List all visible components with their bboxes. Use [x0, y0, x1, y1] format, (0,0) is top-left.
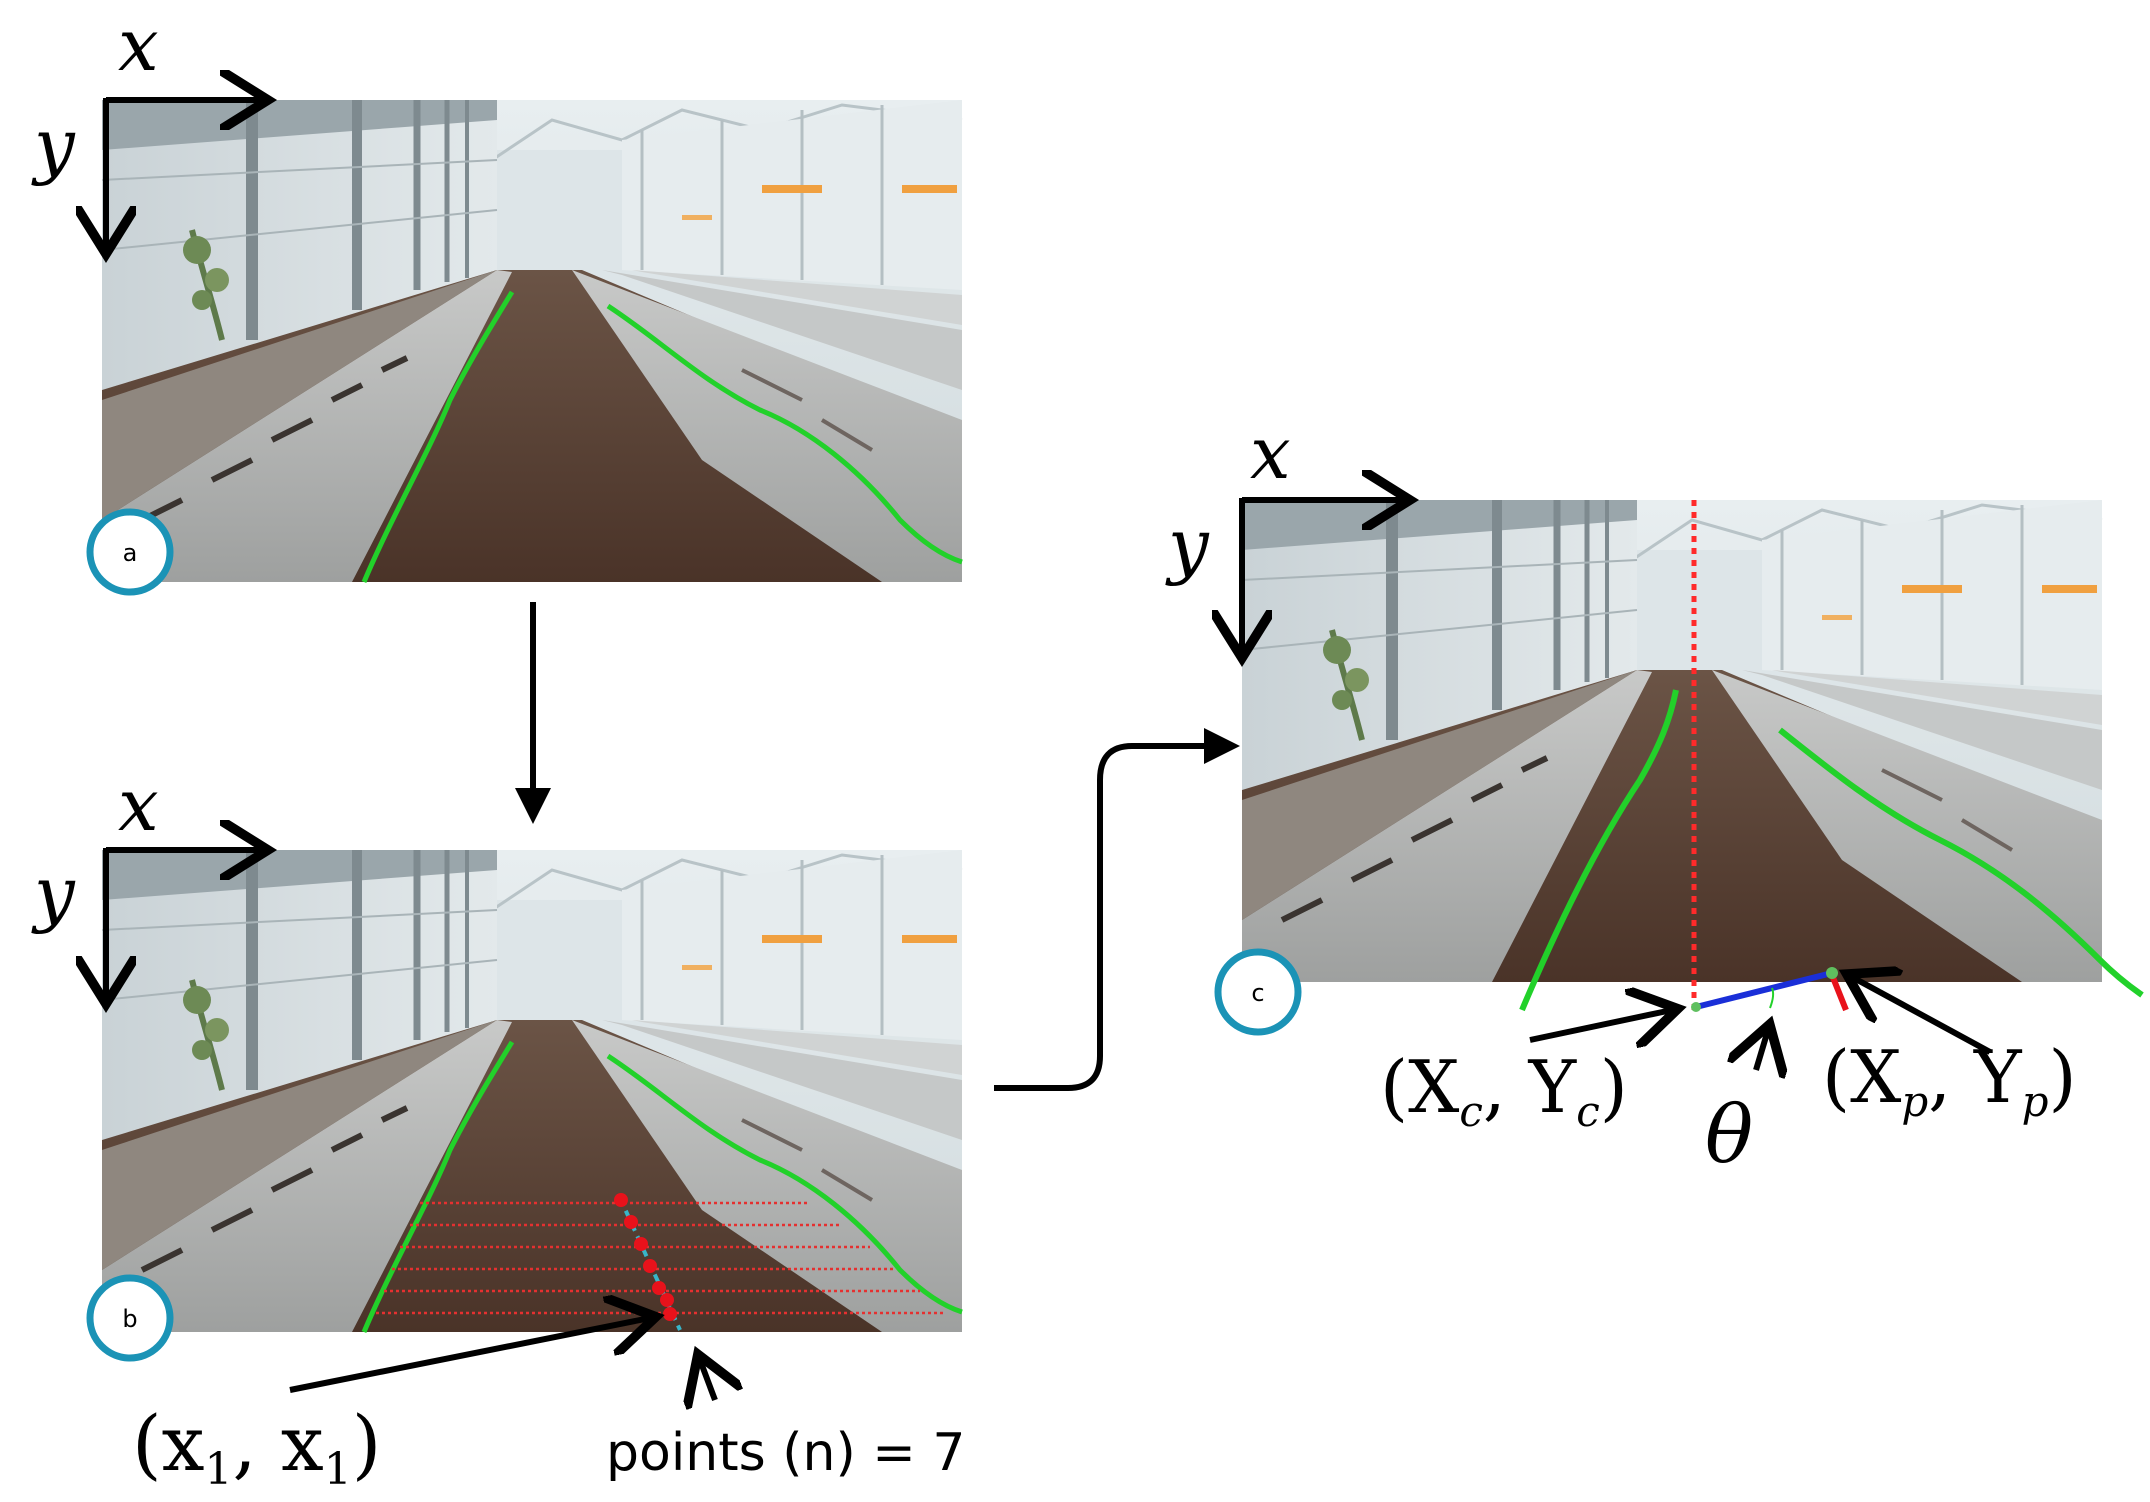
y-axis-label-c: y: [1165, 503, 1210, 587]
y-axis-label-b: y: [31, 851, 76, 935]
path-point: [643, 1259, 657, 1273]
theta-pointer: [1756, 1030, 1768, 1070]
y-axis-label: y: [31, 103, 76, 187]
path-point: [624, 1215, 638, 1229]
camera-center-point: [1691, 1002, 1701, 1012]
x-axis-label-c: x: [1250, 411, 1291, 495]
panel-c: x y c (Xc, Yc) θ (Xp, Yp): [1165, 411, 2142, 1181]
panel-b: x y b (x1, x1) points (n) = 7: [31, 763, 965, 1495]
path-point: [663, 1307, 677, 1321]
camera-center-label: (Xc, Yc): [1380, 1045, 1628, 1136]
start-point-label: (x1, x1): [132, 1399, 381, 1495]
points-count-pointer: [700, 1360, 715, 1400]
theta-label: θ: [1705, 1088, 1753, 1181]
badge-a-label: a: [123, 539, 138, 567]
path-point: [614, 1193, 628, 1207]
target-point: [1826, 967, 1838, 979]
path-point: [634, 1237, 648, 1251]
x-axis-label: x: [118, 3, 159, 87]
badge-c-label: c: [1251, 979, 1264, 1007]
panel-a: x y a: [31, 3, 962, 592]
camera-center-pointer: [1530, 1010, 1672, 1040]
flow-arrow-b-to-c: [994, 746, 1228, 1088]
path-point: [660, 1293, 674, 1307]
path-point: [652, 1281, 666, 1295]
points-count-label: points (n) = 7: [606, 1423, 965, 1483]
x-axis-label-b: x: [118, 763, 159, 847]
target-label: (Xp, Yp): [1822, 1035, 2077, 1126]
badge-b-label: b: [122, 1305, 137, 1333]
